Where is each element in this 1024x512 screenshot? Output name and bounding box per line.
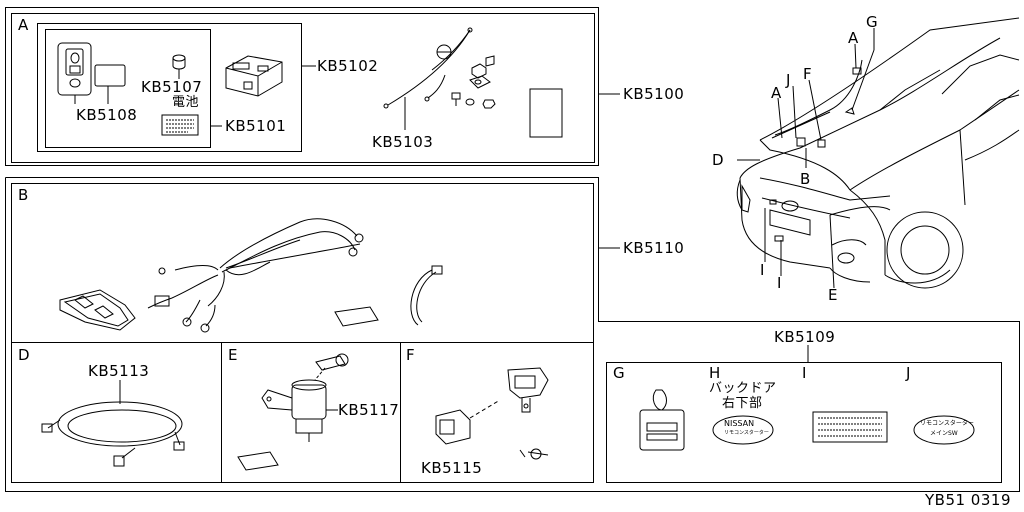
label-h-note-line1: バックドア <box>709 381 777 396</box>
diagram-code: YB51 0319 <box>925 491 1011 509</box>
vehicle-drawing <box>736 17 1020 289</box>
callout-g: G <box>866 13 879 31</box>
callout-e: E <box>828 286 838 304</box>
callout-i-right: I <box>777 274 782 292</box>
switch-e-drawing <box>237 353 349 471</box>
kit-kb5109-label[interactable]: KB5109 <box>774 328 836 346</box>
callout-a-upper: A <box>848 29 859 47</box>
badge-nissan-text: NISSAN <box>724 419 755 428</box>
callout-j: J <box>786 71 791 89</box>
label-kit-drawings <box>639 389 975 451</box>
group-e-letter: E <box>228 346 238 364</box>
kit-kb5100-label[interactable]: KB5100 <box>623 85 685 103</box>
part-kb5117-label[interactable]: KB5117 <box>338 401 400 419</box>
switch-f-drawing <box>435 367 549 460</box>
part-kb5103-label[interactable]: KB5103 <box>372 133 434 151</box>
harness-b-drawing <box>59 218 443 333</box>
group-d-letter: D <box>18 346 31 364</box>
box-a-frame <box>5 7 620 166</box>
callout-b: B <box>800 170 811 188</box>
battery-drawing <box>172 54 186 79</box>
control-unit-drawing <box>225 55 283 97</box>
kit-kb5110-label[interactable]: KB5110 <box>623 239 685 257</box>
badge-j-line2: メインSW <box>930 430 958 437</box>
group-f-letter: F <box>406 346 416 364</box>
callout-a-lower: A <box>771 84 782 102</box>
part-kb5115-label[interactable]: KB5115 <box>421 459 483 477</box>
battery-note: 電池 <box>172 95 200 110</box>
callout-i-left: I <box>760 261 765 279</box>
label-g-letter: G <box>613 364 626 382</box>
part-kb5108-label[interactable]: KB5108 <box>76 106 138 124</box>
label-h-letter: H <box>709 364 721 382</box>
badge-j-line1: リモコンスターター <box>920 420 974 427</box>
label-h-note-line2: 右下部 <box>722 396 763 411</box>
part-kb5101-label[interactable]: KB5101 <box>225 117 287 135</box>
part-kb5113-label[interactable]: KB5113 <box>88 362 150 380</box>
callout-f: F <box>803 65 813 83</box>
part-kb5102-label[interactable]: KB5102 <box>317 57 379 75</box>
label-j-letter: J <box>906 364 911 382</box>
sticker-drawing <box>161 114 199 136</box>
label-i-letter: I <box>802 364 807 382</box>
cable-d-drawing <box>41 380 185 467</box>
antenna-drawing <box>383 27 563 138</box>
remote-fob-drawing <box>57 42 126 104</box>
part-kb5107-label[interactable]: KB5107 <box>141 78 203 96</box>
badge-nissan-subtext: リモコンスターター <box>724 430 769 436</box>
callout-d: D <box>712 151 725 169</box>
group-a-letter: A <box>18 16 29 34</box>
group-b-letter: B <box>18 186 29 204</box>
box-b-frame <box>5 177 1020 492</box>
